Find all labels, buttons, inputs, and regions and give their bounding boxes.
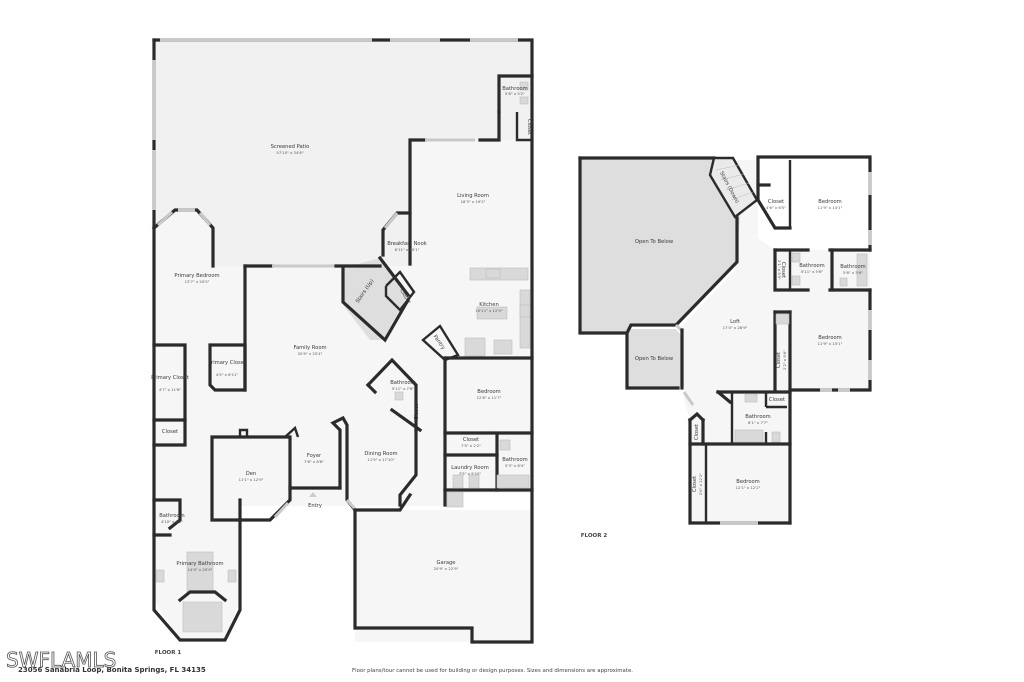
room-label: Den <box>246 471 256 477</box>
room-label: Screened Patio <box>271 144 310 150</box>
room-label: Primary Closet <box>208 360 246 366</box>
room-dims: 4'5" x 6'11" <box>216 372 239 377</box>
entry-arrow-icon <box>309 492 317 497</box>
room-label: Closet <box>692 476 698 492</box>
room-dims: 11'1" x 12'9" <box>239 477 264 482</box>
room-label: Bedroom <box>736 479 759 485</box>
floor-1-plan <box>151 38 534 644</box>
room-dims: 13'7" x 20'5" <box>185 279 210 284</box>
floor-2-label: FLOOR 2 <box>581 533 608 539</box>
room-label: Closet <box>768 199 784 205</box>
mls-watermark: SWFLAMLS <box>6 648 117 673</box>
room-label: Bathroom <box>502 86 527 92</box>
property-address: 23056 Sanabria Loop, Bonita Springs, FL … <box>18 666 206 674</box>
room-label: Loft <box>730 319 740 325</box>
room-label: Bathroom <box>502 457 527 463</box>
floor-1-label: FLOOR 1 <box>155 650 182 656</box>
room-label: Closet <box>776 352 782 368</box>
room-dims: 18'3" x 19'2" <box>461 199 486 204</box>
room-dims: 5'6" x 5'6" <box>843 270 863 275</box>
room-label: Closet <box>694 424 700 440</box>
room-label: Bathroom <box>745 414 770 420</box>
open-to-below-large <box>580 158 740 333</box>
room-label: Breakfast Nook <box>387 241 427 247</box>
room-dims: 7'6" x 8'6" <box>304 459 324 464</box>
room-label: Primary Bedroom <box>174 273 219 279</box>
room-dims: 4'7" x 11'6" <box>159 387 182 392</box>
room-dims: 2'1" x 5'5" <box>777 260 782 280</box>
room-dims: 5'11" x 7'6" <box>392 386 415 391</box>
room-dims: 2'6" x 12'2" <box>698 473 703 496</box>
room-dims: 8'1" x 7'7" <box>748 420 768 425</box>
room-dims: 6'11" x 10'1" <box>395 247 420 252</box>
floor-1-labels: Screened Patio 57'10" x 34'6" Bathroom 5… <box>151 86 532 656</box>
room-dims: 11'9" x 17'10" <box>367 457 394 462</box>
room-dims: 10'11" x 12'9" <box>475 308 502 313</box>
stairs-up <box>343 258 408 340</box>
room-dims: 14'0" x 20'9" <box>188 567 213 572</box>
disclaimer-text: Floor plans/tour cannot be used for buil… <box>352 668 633 674</box>
room-dims: 5'3" x 8'4" <box>505 463 525 468</box>
room-dims: 4'10" x 5'2" <box>161 519 184 524</box>
room-label: Closet <box>780 262 786 278</box>
room-label: Garage <box>437 560 456 566</box>
room-label: Closet <box>526 119 532 135</box>
room-label: Bathroom <box>159 513 184 519</box>
room-label: Laundry Room <box>451 465 489 471</box>
room-label: Bathroom <box>840 264 865 270</box>
room-dims: 12'8" x 11'7" <box>477 395 502 400</box>
room-label: Closet <box>769 397 785 403</box>
room-label: Bedroom <box>477 389 500 395</box>
room-dims: 57'10" x 34'6" <box>276 150 303 155</box>
room-label: Primary Bathroom <box>176 561 223 567</box>
entry-label: Entry <box>308 503 322 509</box>
room-dims: 5'8" x 5'2" <box>505 91 525 96</box>
room-dims: 20'9" x 22'9" <box>434 566 459 571</box>
room-label: Open To Below <box>635 356 674 362</box>
room-label: Dining Room <box>364 451 397 457</box>
room-label: Closet <box>463 437 479 443</box>
room-label: Open To Below <box>635 239 674 245</box>
room-dims: 17'4" x 28'9" <box>723 325 748 330</box>
room-label: Bathroom <box>390 380 415 386</box>
room-label: Closet <box>162 429 178 435</box>
room-dims: 2'2" x 9'6" <box>782 350 787 370</box>
room-label: Bathroom <box>799 263 824 269</box>
room-label: Bedroom <box>818 335 841 341</box>
room-label: Living Room <box>457 193 489 199</box>
room-label: Foyer <box>307 453 322 459</box>
room-label: Kitchen <box>479 302 499 308</box>
room-dims: 20'9" x 25'4" <box>298 351 323 356</box>
open-to-below-small <box>627 329 681 388</box>
room-dims: 5'11" x 5'6" <box>801 269 824 274</box>
room-dims: 12'1" x 12'2" <box>736 485 761 490</box>
room-dims: 11'9" x 14'1" <box>818 205 843 210</box>
room-dims: 11'9" x 15'1" <box>818 341 843 346</box>
floor-2-plan <box>578 155 872 525</box>
room-dims: 7'5" x 5'10" <box>459 471 482 476</box>
room-label: Closet <box>414 404 420 420</box>
room-label: Family Room <box>293 345 326 351</box>
room-label: Primary Closet <box>151 375 189 381</box>
room-dims: 4'6" x 6'5" <box>766 205 786 210</box>
room-label: Bedroom <box>818 199 841 205</box>
room-dims: 7'5" x 2'2" <box>461 443 481 448</box>
